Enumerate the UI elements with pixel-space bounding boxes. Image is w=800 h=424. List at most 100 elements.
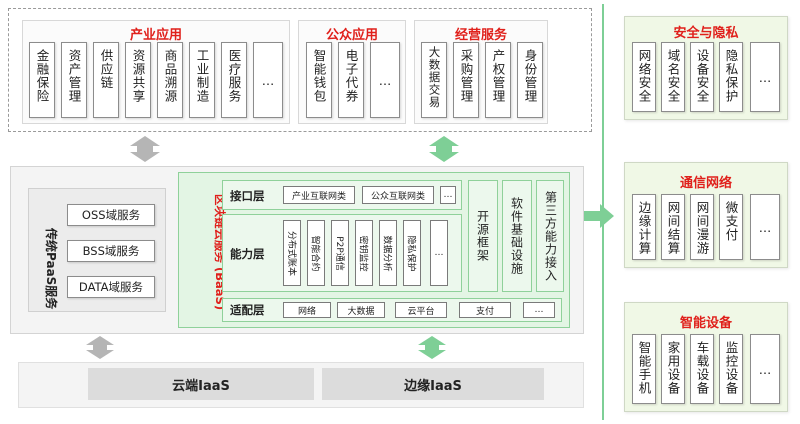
grey-double-arrow-top — [130, 136, 160, 162]
app-resource-sharing: 资源共享 — [125, 42, 151, 118]
svc-label: 采购管理 — [458, 49, 474, 103]
paas-data-service: DATA域服务 — [67, 276, 155, 298]
capability-layer-label: 能力层 — [230, 247, 265, 261]
app-label: 医疗服务 — [226, 49, 242, 103]
svc-label: 大数据交易 — [427, 46, 442, 109]
net-inter-network-roaming: 网间漫游 — [690, 194, 714, 260]
interface-public-internet: 公众互联网类 — [362, 186, 434, 204]
net-label: 网间漫游 — [694, 201, 710, 255]
industry-apps-title: 产业应用 — [129, 28, 182, 43]
net-label: 网间结算 — [665, 201, 681, 255]
grey-double-arrow-bottom — [86, 336, 114, 359]
sec-label: 域名安全 — [665, 49, 681, 103]
side-label: 第三方能力接入 — [543, 190, 558, 282]
sec-network-security: 网络安全 — [632, 42, 656, 112]
adapter-cloud-platform: 云平台 — [395, 302, 447, 318]
ellipsis: … — [378, 72, 392, 88]
capability-item-label: 分布式账本 — [285, 230, 296, 276]
ellipsis: … — [758, 219, 772, 235]
svc-label: 身份管理 — [522, 49, 538, 103]
app-label: 工业制造 — [194, 49, 210, 103]
paas-title-text: 传统PaaS服务 — [44, 228, 58, 310]
svc-big-data-trading: 大数据交易 — [421, 42, 447, 118]
cap-key-monitoring: 密钥监控 — [355, 220, 373, 286]
cloud-iaas-label: 云端IaaS — [172, 378, 230, 394]
interface-item-label: 公众互联网类 — [370, 191, 425, 202]
ellipsis: … — [758, 361, 772, 377]
paas-item-label: DATA域服务 — [78, 280, 144, 294]
app-label: 资产管理 — [66, 49, 82, 103]
dev-label: 监控设备 — [723, 341, 739, 395]
ellipsis: … — [261, 72, 275, 88]
open-source-framework: 开源框架 — [468, 180, 498, 292]
capability-item-label: P2P通信 — [333, 235, 344, 271]
capability-item-label: 隐私保护 — [405, 234, 416, 272]
side-label: 开源框架 — [475, 210, 490, 262]
smart-devices-title: 智能设备 — [679, 316, 732, 331]
app-label: 资源共享 — [130, 49, 146, 103]
interface-more: … — [440, 186, 456, 204]
third-party-access: 第三方能力接入 — [536, 180, 564, 292]
app-asset-management: 资产管理 — [61, 42, 87, 118]
ellipsis: … — [758, 69, 772, 85]
app-supply-chain: 供应链 — [93, 42, 119, 118]
net-label: 边缘计算 — [636, 201, 652, 255]
net-label: 微支付 — [723, 201, 739, 242]
dev-smartphone: 智能手机 — [632, 334, 656, 404]
sec-label: 网络安全 — [636, 49, 652, 103]
app-label: 智能钱包 — [311, 49, 327, 103]
cap-p2p-communication: P2P通信 — [331, 220, 349, 286]
adapter-item-label: 大数据 — [347, 306, 375, 317]
ellipsis: … — [534, 305, 544, 315]
app-industrial-manufacturing: 工业制造 — [189, 42, 215, 118]
edge-iaas: 边缘IaaS — [322, 368, 544, 400]
app-smart-wallet: 智能钱包 — [306, 42, 332, 118]
adapter-layer-label: 适配层 — [230, 303, 265, 317]
interface-layer-label: 接口层 — [230, 189, 265, 203]
app-e-voucher: 电子代券 — [338, 42, 364, 118]
software-infrastructure: 软件基础设施 — [502, 180, 532, 292]
svc-label: 产权管理 — [490, 49, 506, 103]
cap-distributed-ledger: 分布式账本 — [283, 220, 301, 286]
dev-label: 智能手机 — [636, 341, 652, 395]
paas-title: 传统PaaS服务 — [44, 228, 60, 309]
dev-home-device: 家用设备 — [661, 334, 685, 404]
cap-privacy-protection: 隐私保护 — [403, 220, 421, 286]
dev-label: 车载设备 — [694, 341, 710, 395]
cap-smart-contract: 智能合约 — [307, 220, 325, 286]
adapter-item-label: 支付 — [475, 306, 494, 317]
ellipsis: … — [434, 248, 444, 258]
svc-property-rights-mgmt: 产权管理 — [485, 42, 511, 118]
app-label: 供应链 — [98, 49, 114, 90]
adapter-item-label: 云平台 — [407, 306, 435, 317]
adapter-payment: 支付 — [459, 302, 511, 318]
green-double-arrow-bottom — [418, 336, 446, 359]
cloud-iaas: 云端IaaS — [88, 368, 314, 400]
app-label: 金融保险 — [34, 49, 50, 103]
app-label: 电子代券 — [343, 49, 359, 103]
dev-monitoring-device: 监控设备 — [719, 334, 743, 404]
sec-domain-security: 域名安全 — [661, 42, 685, 112]
sec-device-security: 设备安全 — [690, 42, 714, 112]
capability-item-label: 密钥监控 — [357, 234, 368, 272]
svc-identity-mgmt: 身份管理 — [517, 42, 543, 118]
communication-network-title: 通信网络 — [679, 176, 732, 191]
business-services-title: 经营服务 — [454, 28, 507, 43]
paas-item-label: BSS域服务 — [82, 244, 140, 258]
adapter-item-label: 网络 — [297, 306, 316, 317]
sec-privacy-protection: 隐私保护 — [719, 42, 743, 112]
sec-label: 隐私保护 — [723, 49, 739, 103]
adapter-more: … — [523, 302, 555, 318]
sec-label: 设备安全 — [694, 49, 710, 103]
side-label: 软件基础设施 — [509, 197, 524, 275]
security-privacy-title: 安全与隐私 — [673, 26, 739, 41]
net-edge-computing: 边缘计算 — [632, 194, 656, 260]
public-apps-title: 公众应用 — [325, 28, 378, 43]
dev-label: 家用设备 — [665, 341, 681, 395]
adapter-network: 网络 — [283, 302, 331, 318]
edge-iaas-label: 边缘IaaS — [404, 378, 462, 394]
paas-bss-service: BSS域服务 — [67, 240, 155, 262]
app-label: 商品溯源 — [162, 49, 178, 103]
net-more: … — [750, 194, 780, 260]
app-product-tracing: 商品溯源 — [157, 42, 183, 118]
